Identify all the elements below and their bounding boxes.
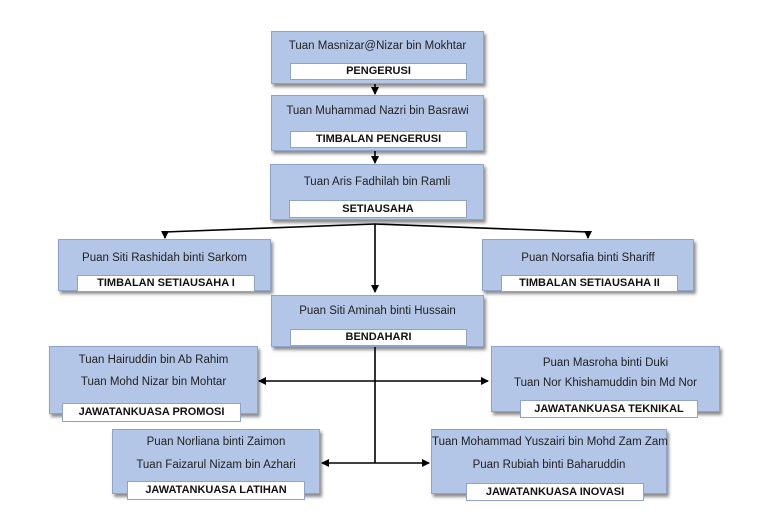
node-treasurer: Puan Siti Aminah binti Hussain BENDAHARI [271,295,484,347]
node-deputy-secretary-2: Puan Norsafia binti Shariff TIMBALAN SET… [482,239,694,292]
promotion-role: JAWATANKUASA PROMOSI [62,403,241,422]
deputy-secretary-1-role: TIMBALAN SETIAUSAHA I [77,275,255,292]
node-deputy-secretary-1: Puan Siti Rashidah binti Sarkom TIMBALAN… [58,239,271,292]
technical-member-2: Tuan Nor Khishamuddin bin Md Nor [513,377,698,389]
promotion-member-2: Tuan Mohd Nizar bin Mohtar [80,376,227,388]
treasurer-name: Puan Siti Aminah binti Hussain [299,305,456,317]
training-role: JAWATANKUASA LATIHAN [127,481,305,500]
deputy-chairman-name: Tuan Muhammad Nazri bin Basrawi [286,105,469,117]
node-innovation-committee: Tuan Mohammad Yuszairi bin Mohd Zam Zam … [431,429,668,501]
deputy-chairman-role: TIMBALAN PENGERUSI [290,131,467,148]
connector-secretary-branch-left [164,223,376,233]
innovation-member-1: Tuan Mohammad Yuszairi bin Mohd Zam Zam [432,436,668,448]
innovation-role: JAWATANKUASA INOVASI [466,483,644,501]
deputy-secretary-2-name: Puan Norsafia binti Shariff [521,252,655,264]
deputy-secretary-2-role: TIMBALAN SETIAUSAHA II [501,275,678,292]
treasurer-role: BENDAHARI [290,329,467,346]
chairman-name: Tuan Masnizar@Nizar bin Mokhtar [288,40,467,52]
innovation-member-2: Puan Rubiah binti Baharuddin [472,459,626,471]
node-promotion-committee: Tuan Hairuddin bin Ab Rahim Tuan Mohd Ni… [49,346,258,422]
promotion-member-1: Tuan Hairuddin bin Ab Rahim [78,354,229,366]
node-chairman: Tuan Masnizar@Nizar bin Mokhtar PENGERUS… [271,31,484,84]
node-deputy-chairman: Tuan Muhammad Nazri bin Basrawi TIMBALAN… [271,95,484,151]
technical-member-1: Puan Masroha binti Duki [542,357,669,369]
secretary-name: Tuan Aris Fadhilah bin Ramli [303,176,451,188]
node-secretary: Tuan Aris Fadhilah bin Ramli SETIAUSAHA [270,164,484,220]
training-member-2: Tuan Faizarul Nizam bin Azhari [136,459,296,471]
chairman-role: PENGERUSI [290,63,467,80]
deputy-secretary-1-name: Puan Siti Rashidah binti Sarkom [82,252,247,264]
node-technical-committee: Puan Masroha binti Duki Tuan Nor Khisham… [491,346,720,418]
training-member-1: Puan Norliana binti Zaimon [146,436,286,448]
secretary-role: SETIAUSAHA [289,200,467,218]
connector-secretary-branch-right [374,223,589,233]
technical-role: JAWATANKUASA TEKNIKAL [520,400,698,418]
node-training-committee: Puan Norliana binti Zaimon Tuan Faizarul… [112,429,320,500]
